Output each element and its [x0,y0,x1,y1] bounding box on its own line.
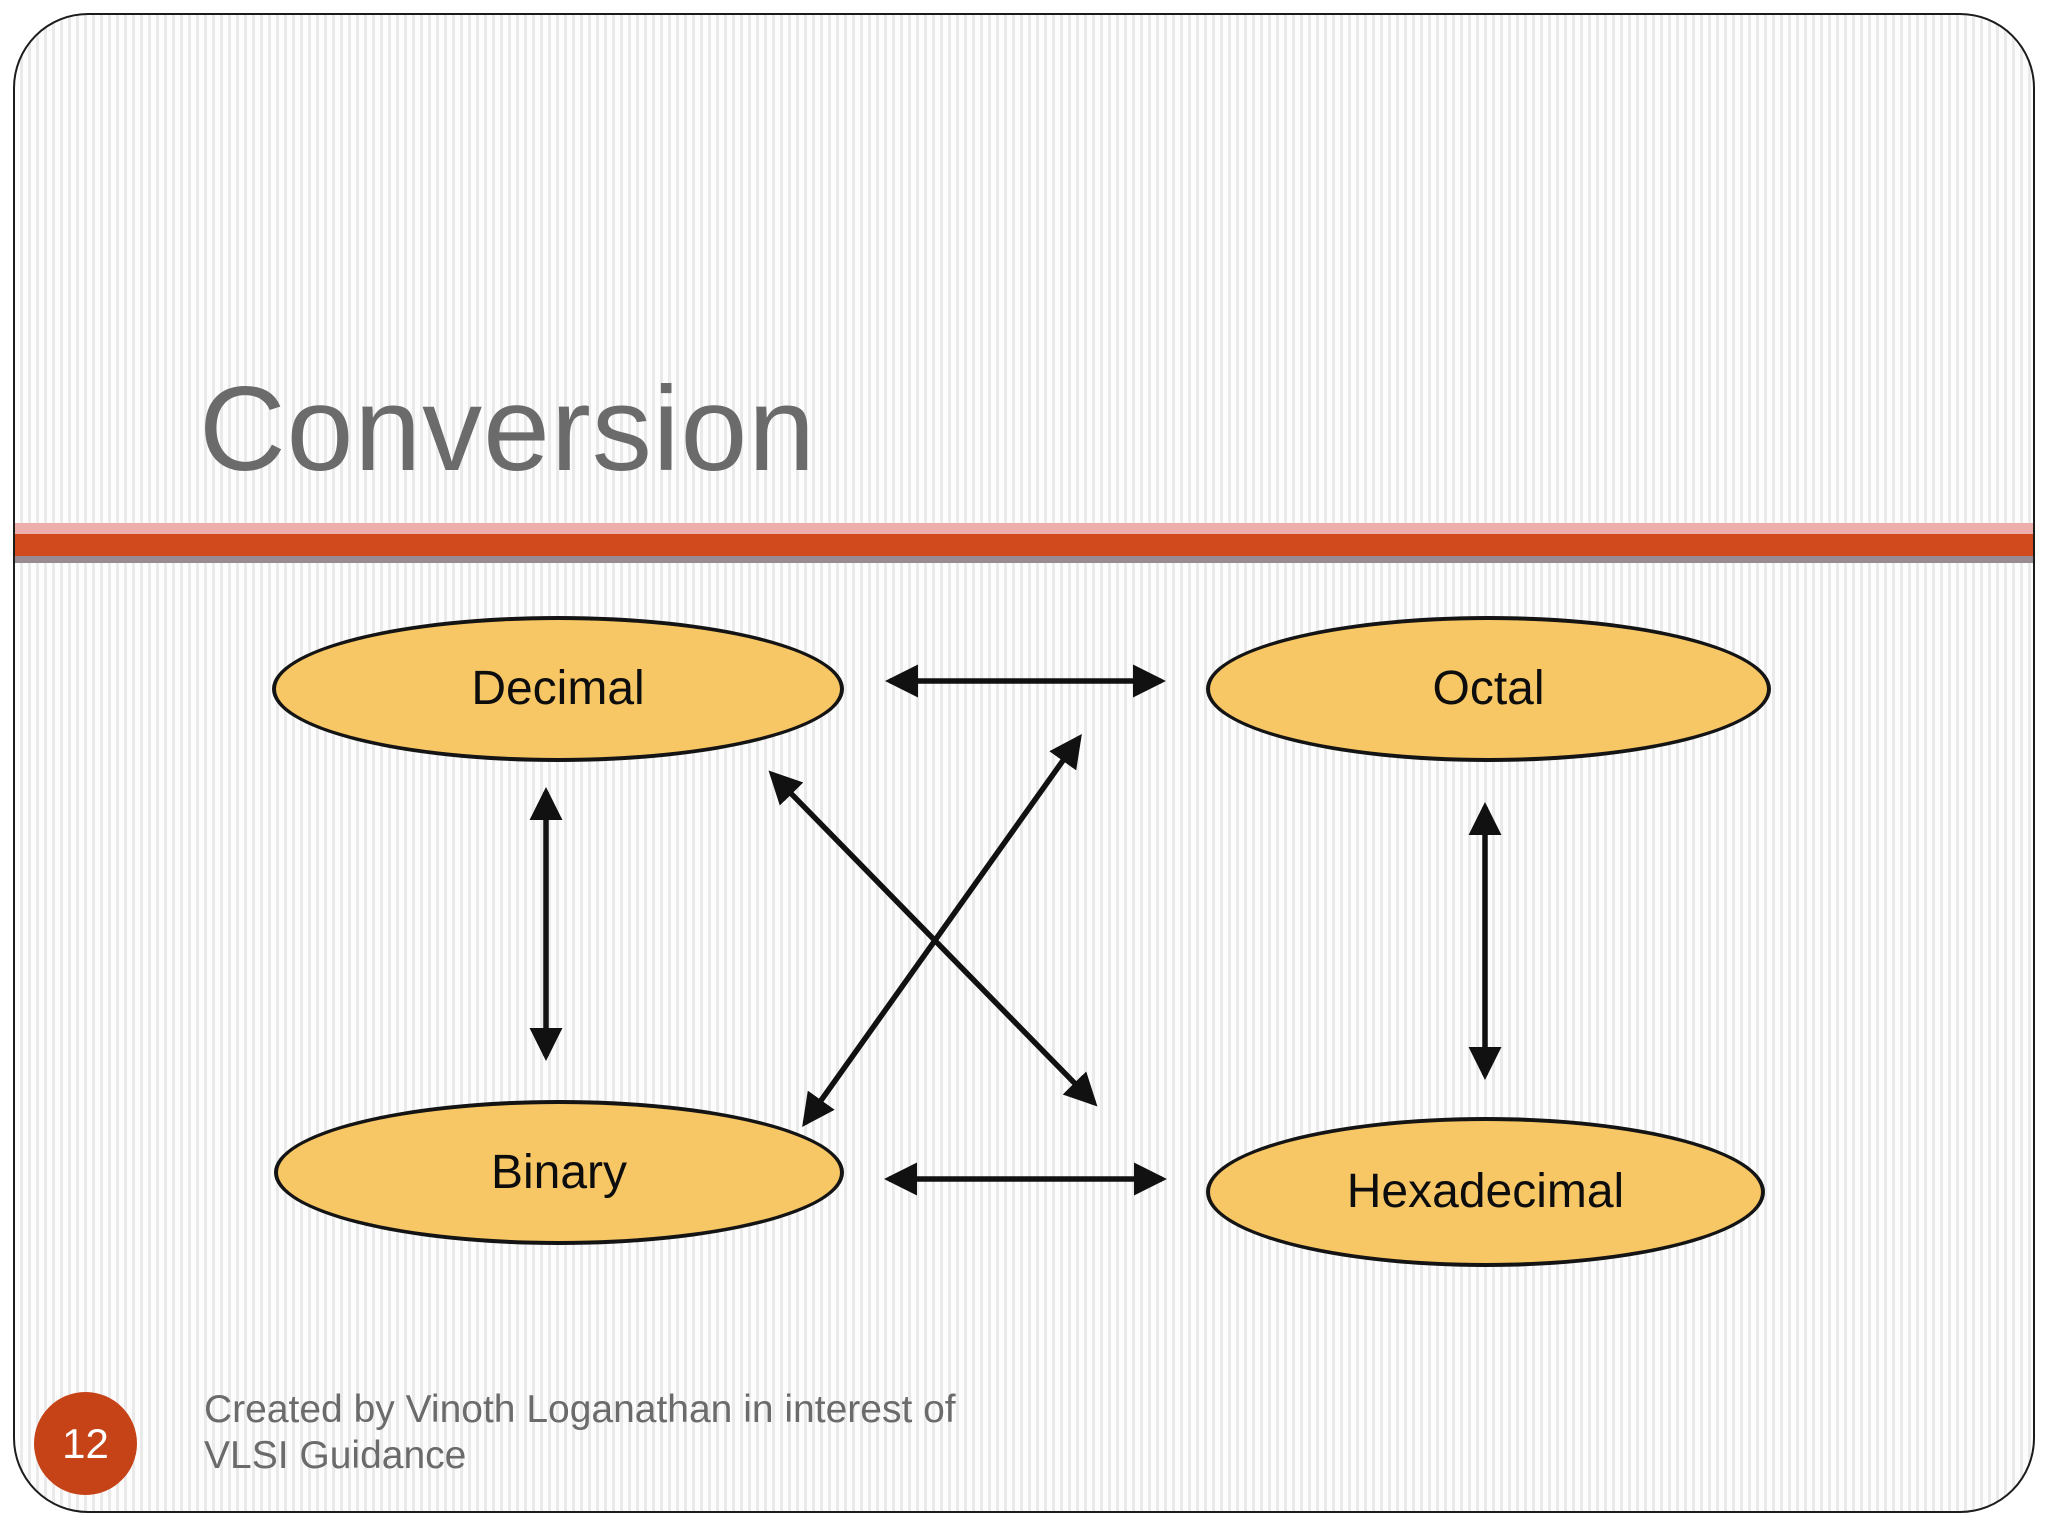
node-hexadecimal-label: Hexadecimal [1346,1165,1625,1218]
divider-accent-bottom [15,556,2033,563]
node-hexadecimal: Hexadecimal [1206,1117,1765,1267]
slide: Conversion Decimal Octal Binary Hexadeci… [13,13,2035,1513]
node-decimal-label: Decimal [471,662,645,715]
node-binary: Binary [274,1100,844,1245]
node-octal-label: Octal [1432,662,1545,715]
slide-title: Conversion [199,362,816,496]
divider-accent-top [15,523,2033,534]
divider-accent-main [15,534,2033,556]
page-number: 12 [62,1419,109,1467]
conversion-arrows [529,664,1502,1196]
credit-text: Created by Vinoth Loganathan in interest… [204,1388,956,1477]
arrow-binary-octal [802,733,1082,1128]
arrow-decimal-hexadecimal [768,770,1098,1107]
page-number-badge: 12 [34,1392,137,1495]
node-octal: Octal [1206,616,1771,762]
node-decimal: Decimal [272,616,844,762]
node-binary-label: Binary [490,1145,628,1199]
